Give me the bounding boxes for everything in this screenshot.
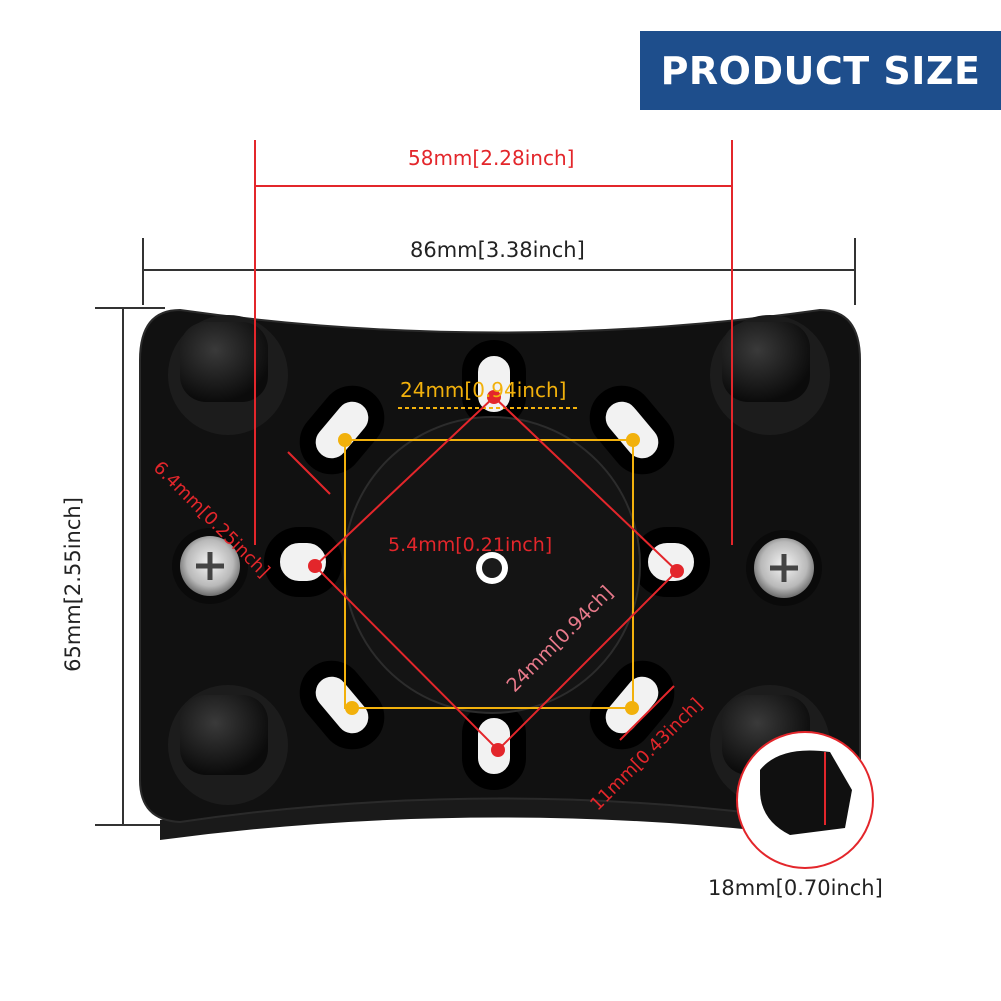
center-disc — [343, 416, 641, 714]
screw-left-icon — [172, 528, 248, 604]
peg-height-label: 18mm[0.70inch] — [708, 876, 883, 900]
slot-length-dimension — [619, 685, 675, 741]
inner-square-label: 24mm[0.94inch] — [400, 378, 567, 402]
top-spacing-label: 58mm[2.28inch] — [408, 146, 575, 170]
overall-height-label: 65mm[2.55inch] — [60, 497, 85, 672]
center-hole-label: 5.4mm[0.21inch] — [388, 534, 553, 556]
overall-width-label: 86mm[3.38inch] — [410, 238, 585, 262]
screw-right-icon — [746, 530, 822, 606]
peg-detail-callout — [736, 731, 874, 869]
inner-square — [338, 407, 640, 715]
slot-width-dimension — [287, 451, 331, 495]
diagonal-square — [308, 390, 684, 757]
product-size-banner: PRODUCT SIZE — [640, 31, 1001, 110]
top-spacing-dimension — [254, 140, 733, 545]
overall-height-dimension — [95, 307, 165, 826]
overall-width-dimension — [142, 238, 856, 305]
